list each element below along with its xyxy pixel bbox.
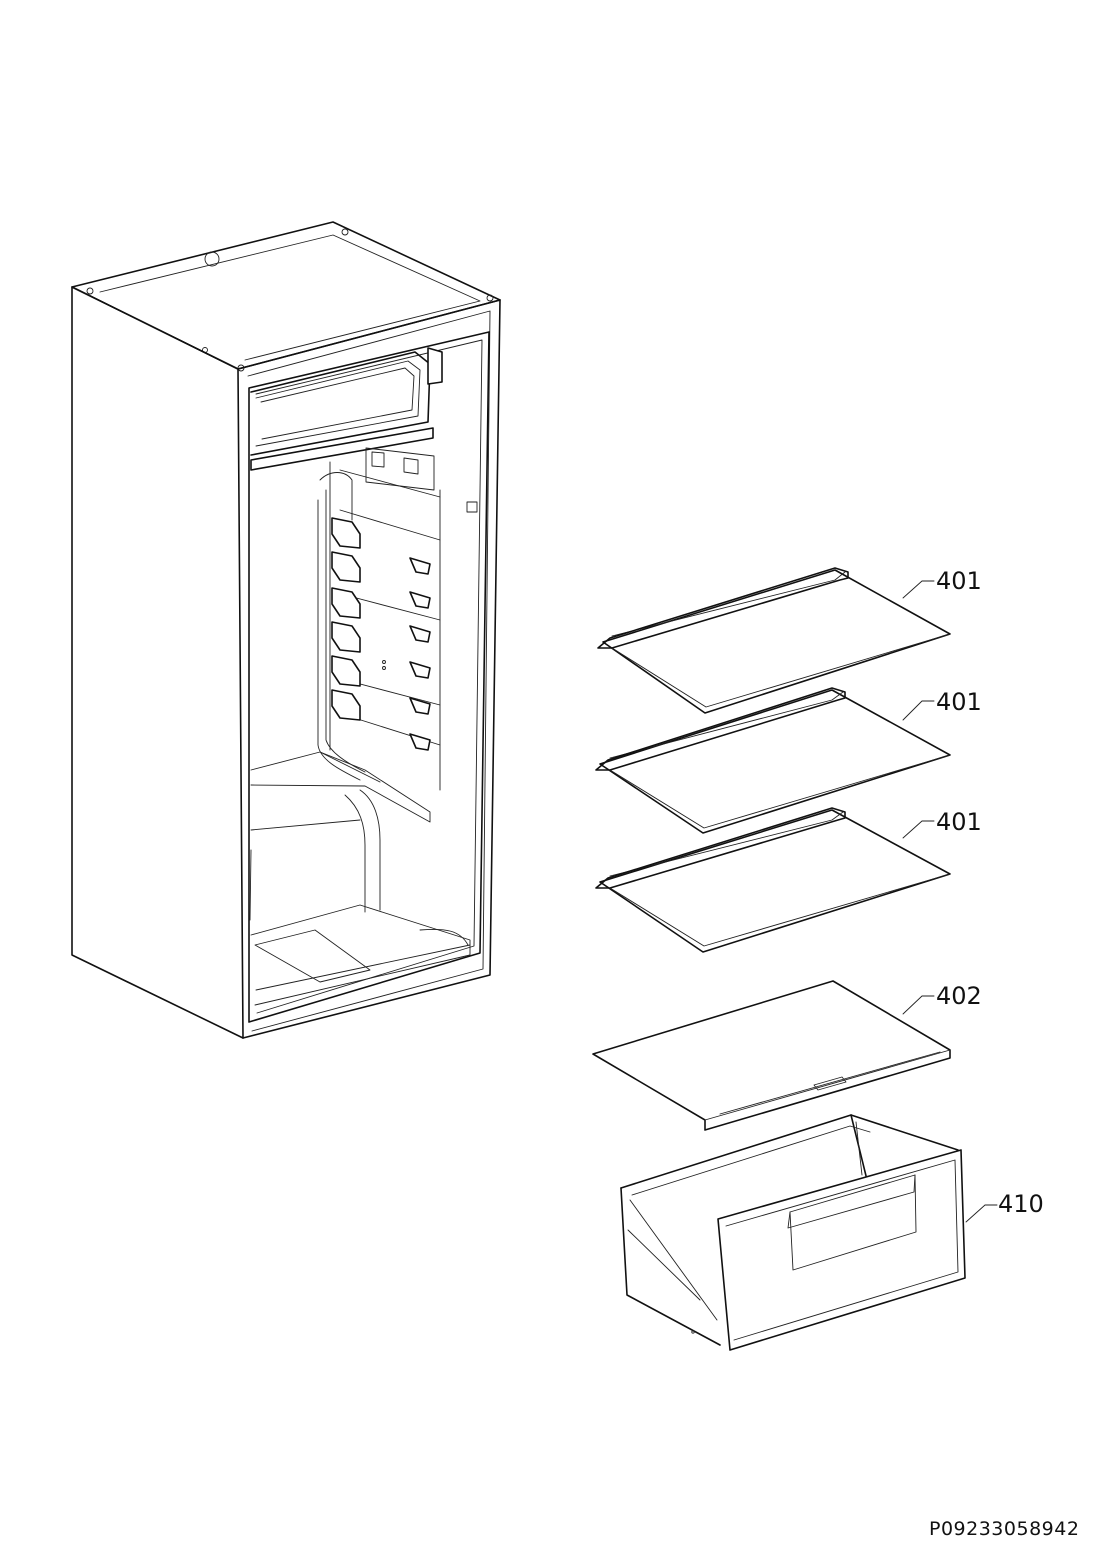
callout-label: 401 [936,808,982,836]
crisper-cover [592,980,951,1131]
callout-410-crisper-drawer: 410 [965,1190,1044,1223]
callout-label: 401 [936,688,982,716]
glass-shelf-3 [595,807,951,953]
callout-label: 401 [936,567,982,595]
callout-401-shelf-3: 401 [902,808,982,839]
refrigerator-cabinet [71,221,501,1039]
callout-label: 402 [936,982,982,1010]
crisper-drawer [620,1114,966,1351]
document-code: P09233058942 [929,1518,1079,1540]
callout-label: 410 [998,1190,1044,1218]
callout-401-shelf-2: 401 [902,688,982,721]
callout-401-shelf-1: 401 [902,567,982,599]
glass-shelf-2 [595,687,951,834]
callout-402-crisper-cover: 402 [902,982,982,1015]
glass-shelf-1 [597,567,951,714]
